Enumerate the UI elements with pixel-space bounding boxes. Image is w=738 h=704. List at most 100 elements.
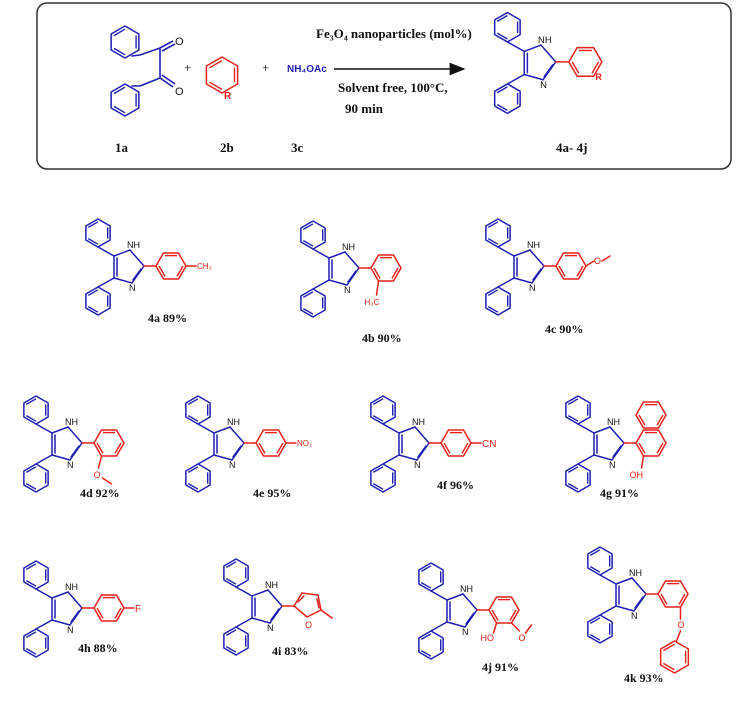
bond bbox=[51, 454, 71, 461]
double-bond bbox=[25, 579, 37, 587]
yield-label-4f: 4f 96% bbox=[437, 478, 474, 492]
double-bond bbox=[113, 105, 126, 114]
aryl-ring bbox=[93, 594, 125, 622]
double-bond bbox=[225, 629, 237, 637]
bond bbox=[51, 426, 69, 434]
double-bond bbox=[660, 593, 668, 605]
condition-time: 90 min bbox=[345, 101, 384, 116]
nh-label: NH bbox=[65, 417, 78, 427]
double-bond bbox=[302, 223, 314, 231]
double-bond bbox=[656, 414, 664, 426]
imidazole-core: NHN bbox=[300, 220, 360, 318]
double-bond bbox=[113, 86, 126, 95]
aldehyde-ring bbox=[205, 56, 239, 94]
bond bbox=[601, 255, 611, 262]
cyano-label: CN bbox=[482, 439, 496, 450]
double-bond bbox=[567, 414, 579, 422]
double-bond bbox=[543, 64, 554, 78]
aryl-ring bbox=[568, 46, 603, 77]
bond bbox=[129, 249, 145, 267]
n-label: N bbox=[540, 80, 547, 91]
double-bond bbox=[225, 577, 237, 585]
double-bond bbox=[589, 617, 601, 625]
double-bond bbox=[25, 398, 37, 406]
phenyl-ring bbox=[23, 628, 49, 658]
double-bond bbox=[420, 633, 432, 641]
n-label: N bbox=[267, 623, 274, 633]
bond bbox=[585, 260, 595, 267]
yield-label-4c: 4c 90% bbox=[545, 322, 583, 336]
double-bond bbox=[96, 442, 104, 454]
label-1a: 1a bbox=[115, 140, 129, 155]
double-bond bbox=[589, 633, 601, 641]
double-bond bbox=[420, 581, 432, 589]
bond bbox=[609, 426, 625, 444]
double-bond bbox=[25, 414, 37, 422]
bond bbox=[398, 426, 416, 434]
label-2b: 2b bbox=[220, 140, 234, 155]
phenyl-ring bbox=[587, 614, 613, 644]
phenyl-ring bbox=[370, 395, 396, 425]
methoxy-oxygen: O bbox=[519, 633, 526, 643]
bond bbox=[269, 605, 283, 624]
yield-label-4a: 4a 89% bbox=[148, 311, 187, 325]
bond bbox=[51, 619, 71, 626]
imidazole-core: NHN bbox=[587, 546, 647, 644]
bond bbox=[235, 586, 253, 597]
double-bond bbox=[25, 466, 37, 474]
aryl-ring bbox=[93, 429, 125, 457]
double-bond bbox=[258, 442, 266, 454]
bond bbox=[531, 265, 545, 284]
nh-label: NH bbox=[127, 240, 140, 250]
bond bbox=[131, 265, 145, 284]
double-bond bbox=[634, 596, 644, 609]
naphthyl-ring bbox=[635, 401, 667, 429]
nh-label: NH bbox=[527, 240, 540, 250]
bond bbox=[231, 442, 245, 461]
double-bond bbox=[591, 61, 600, 74]
aryl-ring bbox=[370, 254, 402, 282]
label-3c: 3c bbox=[291, 140, 304, 155]
hydroxy-label: HO bbox=[481, 633, 495, 643]
bond bbox=[640, 455, 645, 469]
n-label: N bbox=[529, 283, 536, 293]
aryl-ring bbox=[555, 252, 587, 280]
bond bbox=[69, 607, 83, 626]
nh-label: NH bbox=[538, 35, 552, 46]
phenyl-ring bbox=[300, 220, 326, 250]
phenyl-ring bbox=[587, 546, 613, 576]
double-bond bbox=[487, 237, 499, 245]
yield-label-4j: 4j 91% bbox=[482, 660, 519, 674]
phenyl-ring bbox=[418, 630, 444, 660]
plus-sign: + bbox=[184, 60, 191, 75]
double-bond bbox=[567, 466, 579, 474]
bond bbox=[430, 621, 448, 632]
bond bbox=[577, 454, 595, 465]
nh-label: NH bbox=[227, 417, 240, 427]
bond bbox=[312, 248, 330, 259]
double-bond bbox=[25, 482, 37, 490]
bond bbox=[599, 605, 617, 616]
aryl-ring bbox=[440, 429, 472, 457]
phenyl-ring bbox=[185, 463, 211, 493]
double-bond bbox=[187, 398, 199, 406]
scheme-frame bbox=[36, 2, 732, 170]
nitro-label: NO₂ bbox=[297, 439, 312, 448]
phenyl-ring bbox=[493, 83, 521, 115]
bond bbox=[312, 279, 330, 290]
oxygen-label: O bbox=[175, 36, 184, 48]
plus-sign: + bbox=[262, 60, 269, 75]
bond bbox=[513, 277, 533, 284]
bond bbox=[464, 609, 478, 628]
double-bond bbox=[663, 662, 675, 671]
phenyl-ring bbox=[23, 560, 49, 590]
bond bbox=[497, 277, 515, 288]
bond bbox=[101, 477, 113, 485]
bond bbox=[97, 455, 103, 469]
imidazole-core: NHN bbox=[223, 558, 283, 656]
